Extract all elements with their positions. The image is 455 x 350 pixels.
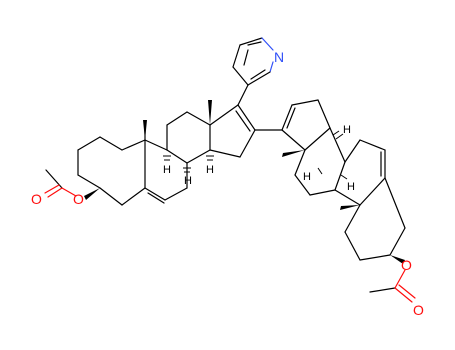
- left-carbonyl-oxygen: O: [31, 191, 42, 207]
- left-methyl-groups: [143, 100, 212, 141]
- right-steroid-d-ring: [281, 99, 331, 151]
- h-label-5: H: [303, 171, 311, 183]
- left-steroid-b-ring: [121, 139, 188, 206]
- left-ester-oxygen: O: [73, 191, 84, 207]
- left-steroid-d-ring: [209, 104, 256, 158]
- left-steroid-a-ring: [77, 136, 146, 206]
- left-acetate: [44, 169, 100, 200]
- h-label-2: H: [184, 175, 192, 187]
- h-label-4: H: [343, 124, 351, 136]
- right-steroid-c-ring: [294, 127, 346, 196]
- nitrogen-atom: N: [274, 49, 284, 65]
- pyridine-ring: [232, 37, 274, 86]
- pyridyl-bond: [237, 84, 249, 106]
- right-ester-oxygen: O: [401, 257, 412, 273]
- right-methyl-groups: [282, 150, 360, 210]
- left-stereo-hydrogens: [163, 155, 214, 173]
- right-steroid-a-ring: [344, 177, 406, 261]
- left-steroid-c-ring: [166, 111, 211, 164]
- h-label-3: H: [206, 164, 214, 176]
- right-stereo-hydrogens: [317, 130, 348, 180]
- right-carbonyl-oxygen: O: [413, 302, 424, 318]
- h-label-6: H: [347, 181, 355, 193]
- h-label-1: H: [163, 164, 171, 176]
- right-steroid-b-ring: [334, 139, 386, 206]
- right-acetate: [369, 255, 416, 303]
